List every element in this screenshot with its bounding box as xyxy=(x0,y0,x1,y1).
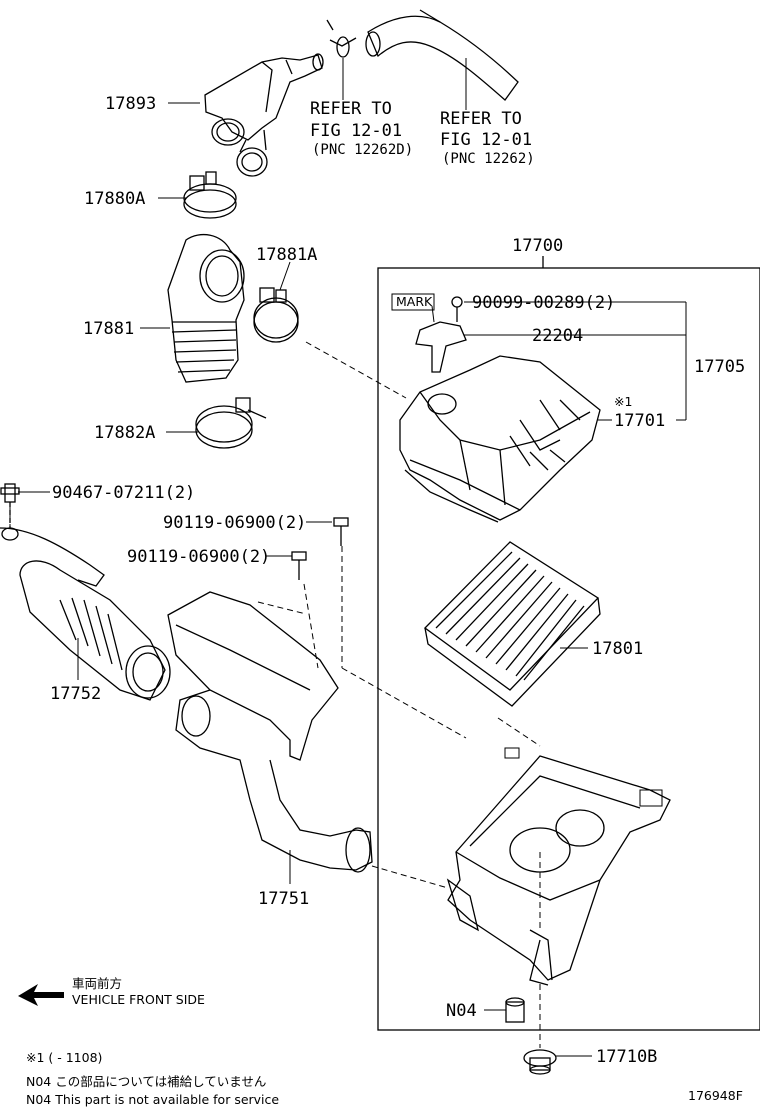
note-2: N04 この部品については補給していません xyxy=(26,1074,266,1089)
duct-17751-drawing xyxy=(167,591,373,873)
label-17752: 17752 xyxy=(50,684,101,704)
clamp-17882A-drawing xyxy=(195,397,267,449)
label-17893: 17893 xyxy=(105,94,156,114)
label-22204: 22204 xyxy=(532,326,583,346)
note-3: N04 This part is not available for servi… xyxy=(26,1092,279,1107)
ref1-line3: (PNC 12262D) xyxy=(312,142,413,158)
label-17801: 17801 xyxy=(592,639,643,659)
note-1: ※1 ( - 1108) xyxy=(26,1050,102,1065)
filter-17801-drawing xyxy=(424,541,601,707)
label-90099: 90099-00289(2) xyxy=(472,293,615,313)
label-17705: 17705 xyxy=(694,357,745,377)
grommet-17710B-drawing xyxy=(523,1049,557,1075)
ref2-line1: REFER TO xyxy=(440,109,522,129)
label-17881: 17881 xyxy=(83,319,134,339)
case-lower-drawing xyxy=(446,747,671,986)
front-label-en: VEHICLE FRONT SIDE xyxy=(72,992,205,1007)
label-17882A: 17882A xyxy=(94,423,155,443)
label-17701: 17701 xyxy=(614,411,665,431)
dashed-guides xyxy=(9,341,541,1048)
hose-17752-drawing xyxy=(0,527,171,701)
clamp-17880A-drawing xyxy=(183,171,237,219)
label-17751: 17751 xyxy=(258,889,309,909)
cover-17701-drawing xyxy=(399,355,601,523)
cushion-N04-drawing xyxy=(505,997,525,1023)
label-17880A: 17880A xyxy=(84,189,145,209)
label-17881A: 17881A xyxy=(256,245,317,265)
label-90467: 90467-07211(2) xyxy=(52,483,195,503)
sensor-22204-drawing xyxy=(415,305,467,373)
screw-90099-drawing xyxy=(451,296,463,322)
leader-lines xyxy=(18,102,687,1057)
hose-12262-drawing xyxy=(365,9,519,110)
ref2-line3: (PNC 12262) xyxy=(442,151,535,167)
label-17710B: 17710B xyxy=(596,1047,657,1067)
hose-clip-drawing xyxy=(326,19,357,100)
duct-17893-drawing xyxy=(204,53,324,177)
ref2-line2: FIG 12-01 xyxy=(440,130,532,150)
ref1-line1: REFER TO xyxy=(310,99,392,119)
front-label-jp: 車両前方 xyxy=(72,976,122,991)
asterisk-1: ※1 xyxy=(614,394,632,409)
mark-label: MARK xyxy=(396,294,433,309)
label-N04: N04 xyxy=(446,1001,477,1021)
label-90119-a: 90119-06900(2) xyxy=(163,513,306,533)
label-90119-b: 90119-06900(2) xyxy=(127,547,270,567)
assembly-17700-box xyxy=(377,267,760,1031)
figure-id: 176948F xyxy=(688,1088,743,1103)
clamp-17881A-drawing xyxy=(253,287,299,343)
ref1-line2: FIG 12-01 xyxy=(310,121,402,141)
hose-17881-drawing xyxy=(167,233,245,383)
front-arrow-icon xyxy=(18,984,64,1006)
label-17700: 17700 xyxy=(512,236,563,256)
